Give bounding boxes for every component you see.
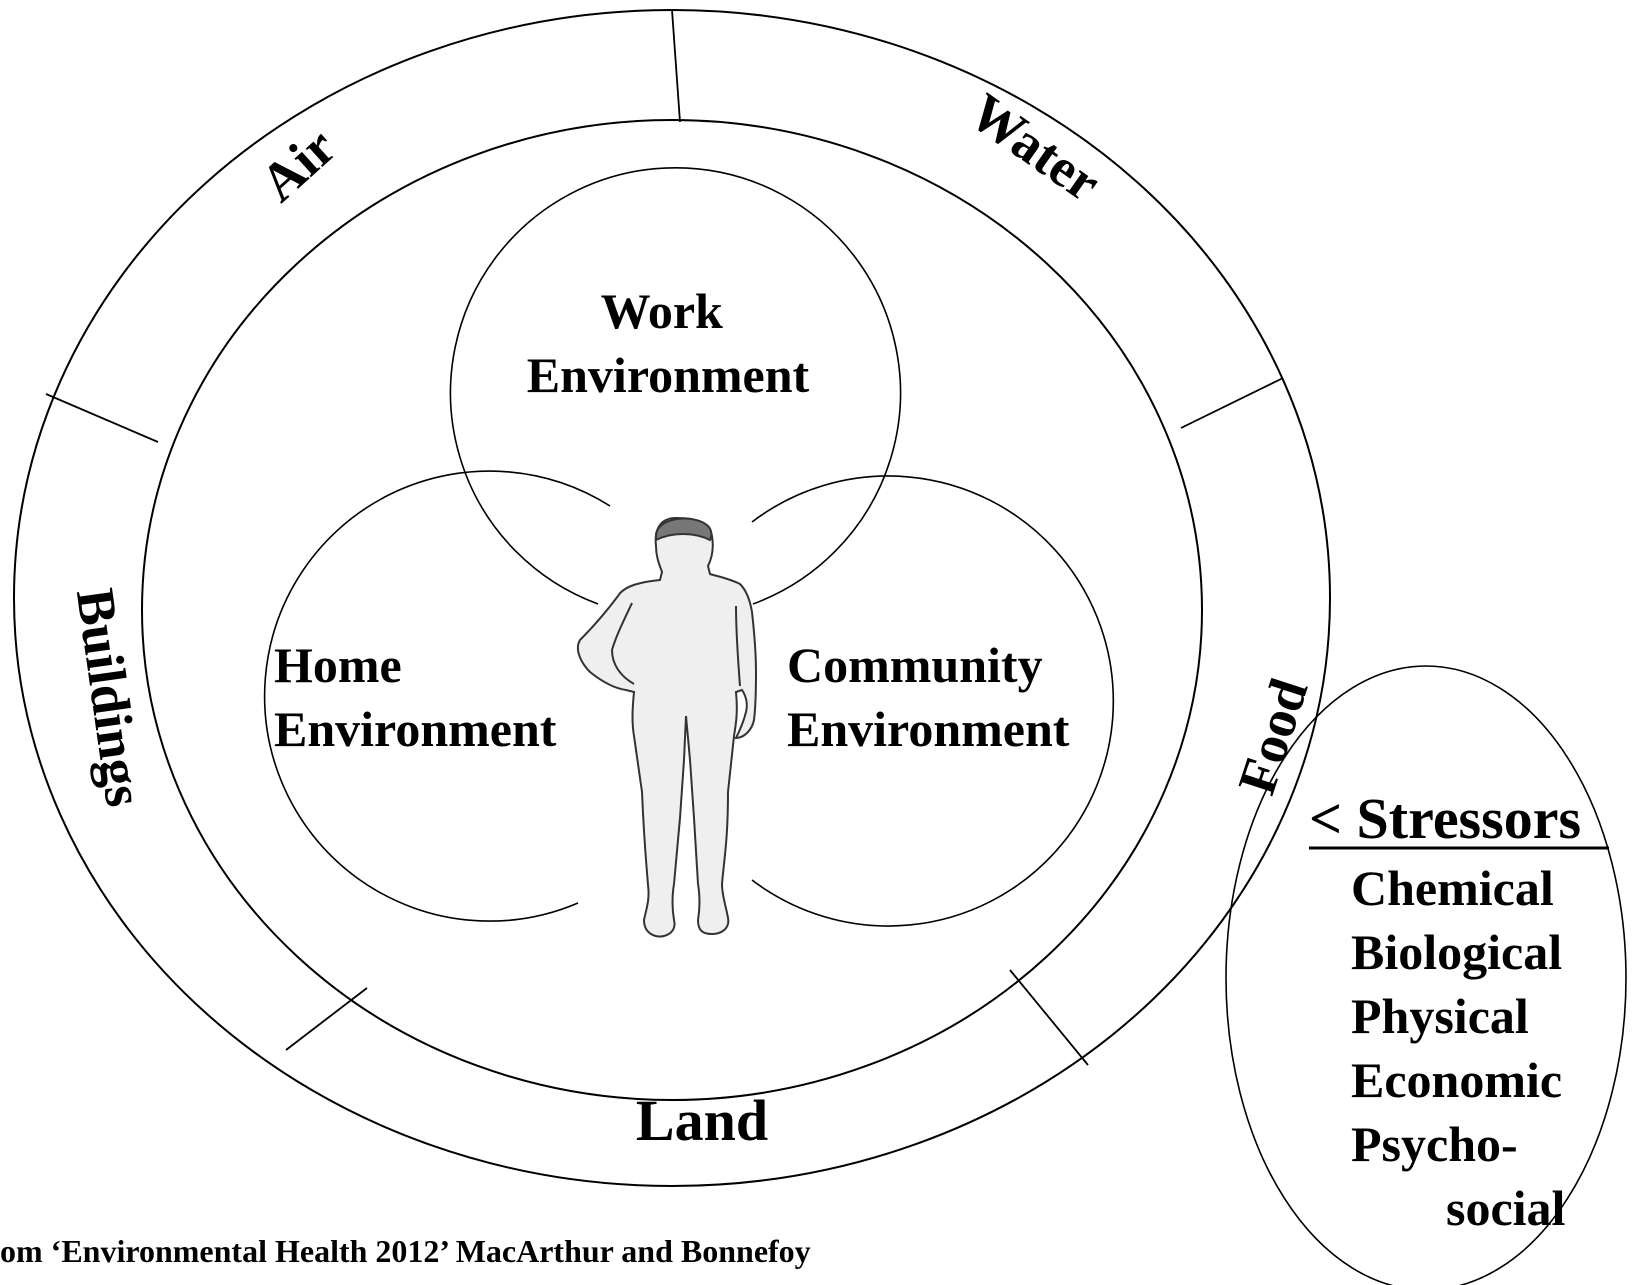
divider-water-food: [1180, 377, 1284, 429]
segment-label-land: Land: [636, 1088, 768, 1153]
stressor-item-biological: Biological: [1351, 924, 1562, 980]
community-label-line-2: Environment: [787, 701, 1070, 757]
inner-ring: [141, 119, 1203, 1101]
community-label-line-1: Community: [787, 637, 1043, 693]
stressor-item-physical: Physical: [1351, 988, 1529, 1044]
segment-label-water: Water: [959, 81, 1111, 213]
work-label-line-2: Environment: [527, 347, 810, 403]
work-environment-label: Work Environment: [527, 283, 810, 403]
stressors-ellipse: [1225, 665, 1627, 1285]
community-environment-circle: [751, 475, 1115, 927]
stressors-heading: < Stressors: [1309, 786, 1581, 851]
work-environment-circle: [449, 167, 902, 605]
source-caption: om ‘Environmental Health 2012’ MacArthur…: [0, 1233, 811, 1269]
home-environment-circle: [263, 470, 611, 922]
stressor-item-chemical: Chemical: [1351, 860, 1554, 916]
stressor-item-social: social: [1446, 1180, 1566, 1236]
segment-label-food: Food: [1226, 672, 1319, 802]
segment-label-air: Air: [249, 116, 347, 213]
person-standing-icon: [576, 516, 758, 938]
divider-buildings-air: [45, 393, 159, 443]
community-environment-label: Community Environment: [787, 637, 1070, 757]
home-environment-label: Home Environment: [274, 637, 557, 757]
divider-food-land: [1009, 969, 1089, 1066]
home-label-line-2: Environment: [274, 701, 557, 757]
home-label-line-1: Home: [274, 637, 402, 693]
stressor-item-psycho: Psycho-: [1351, 1116, 1518, 1172]
divider-land-buildings: [285, 987, 368, 1051]
work-label-line-1: Work: [601, 283, 723, 339]
divider-air-water: [671, 9, 681, 123]
stressor-item-economic: Economic: [1351, 1052, 1562, 1108]
